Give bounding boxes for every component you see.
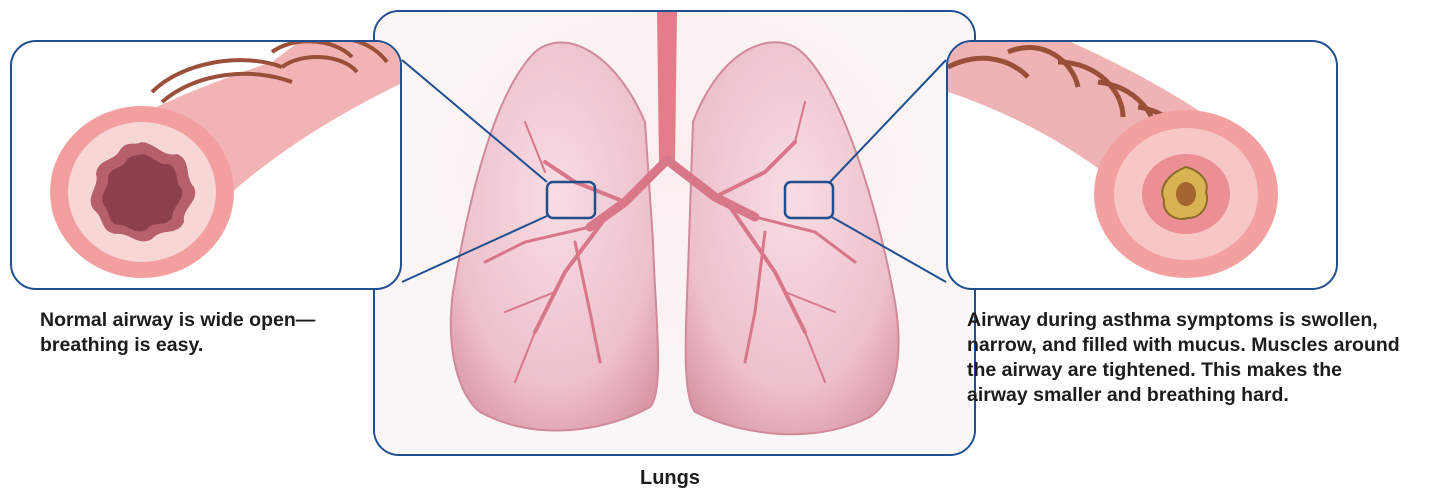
lungs-illustration	[375, 12, 976, 456]
normal-airway-caption: Normal airway is wide open—breathing is …	[40, 308, 360, 358]
asthma-airway-panel	[946, 40, 1338, 290]
lungs-caption: Lungs	[640, 466, 760, 491]
normal-airway-panel	[10, 40, 402, 290]
asthma-airway-illustration	[948, 42, 1338, 290]
normal-airway-illustration	[12, 42, 402, 290]
trachea	[657, 12, 677, 162]
lungs-panel	[373, 10, 976, 456]
asthma-airway-caption: Airway during asthma symptoms is swollen…	[967, 308, 1407, 408]
